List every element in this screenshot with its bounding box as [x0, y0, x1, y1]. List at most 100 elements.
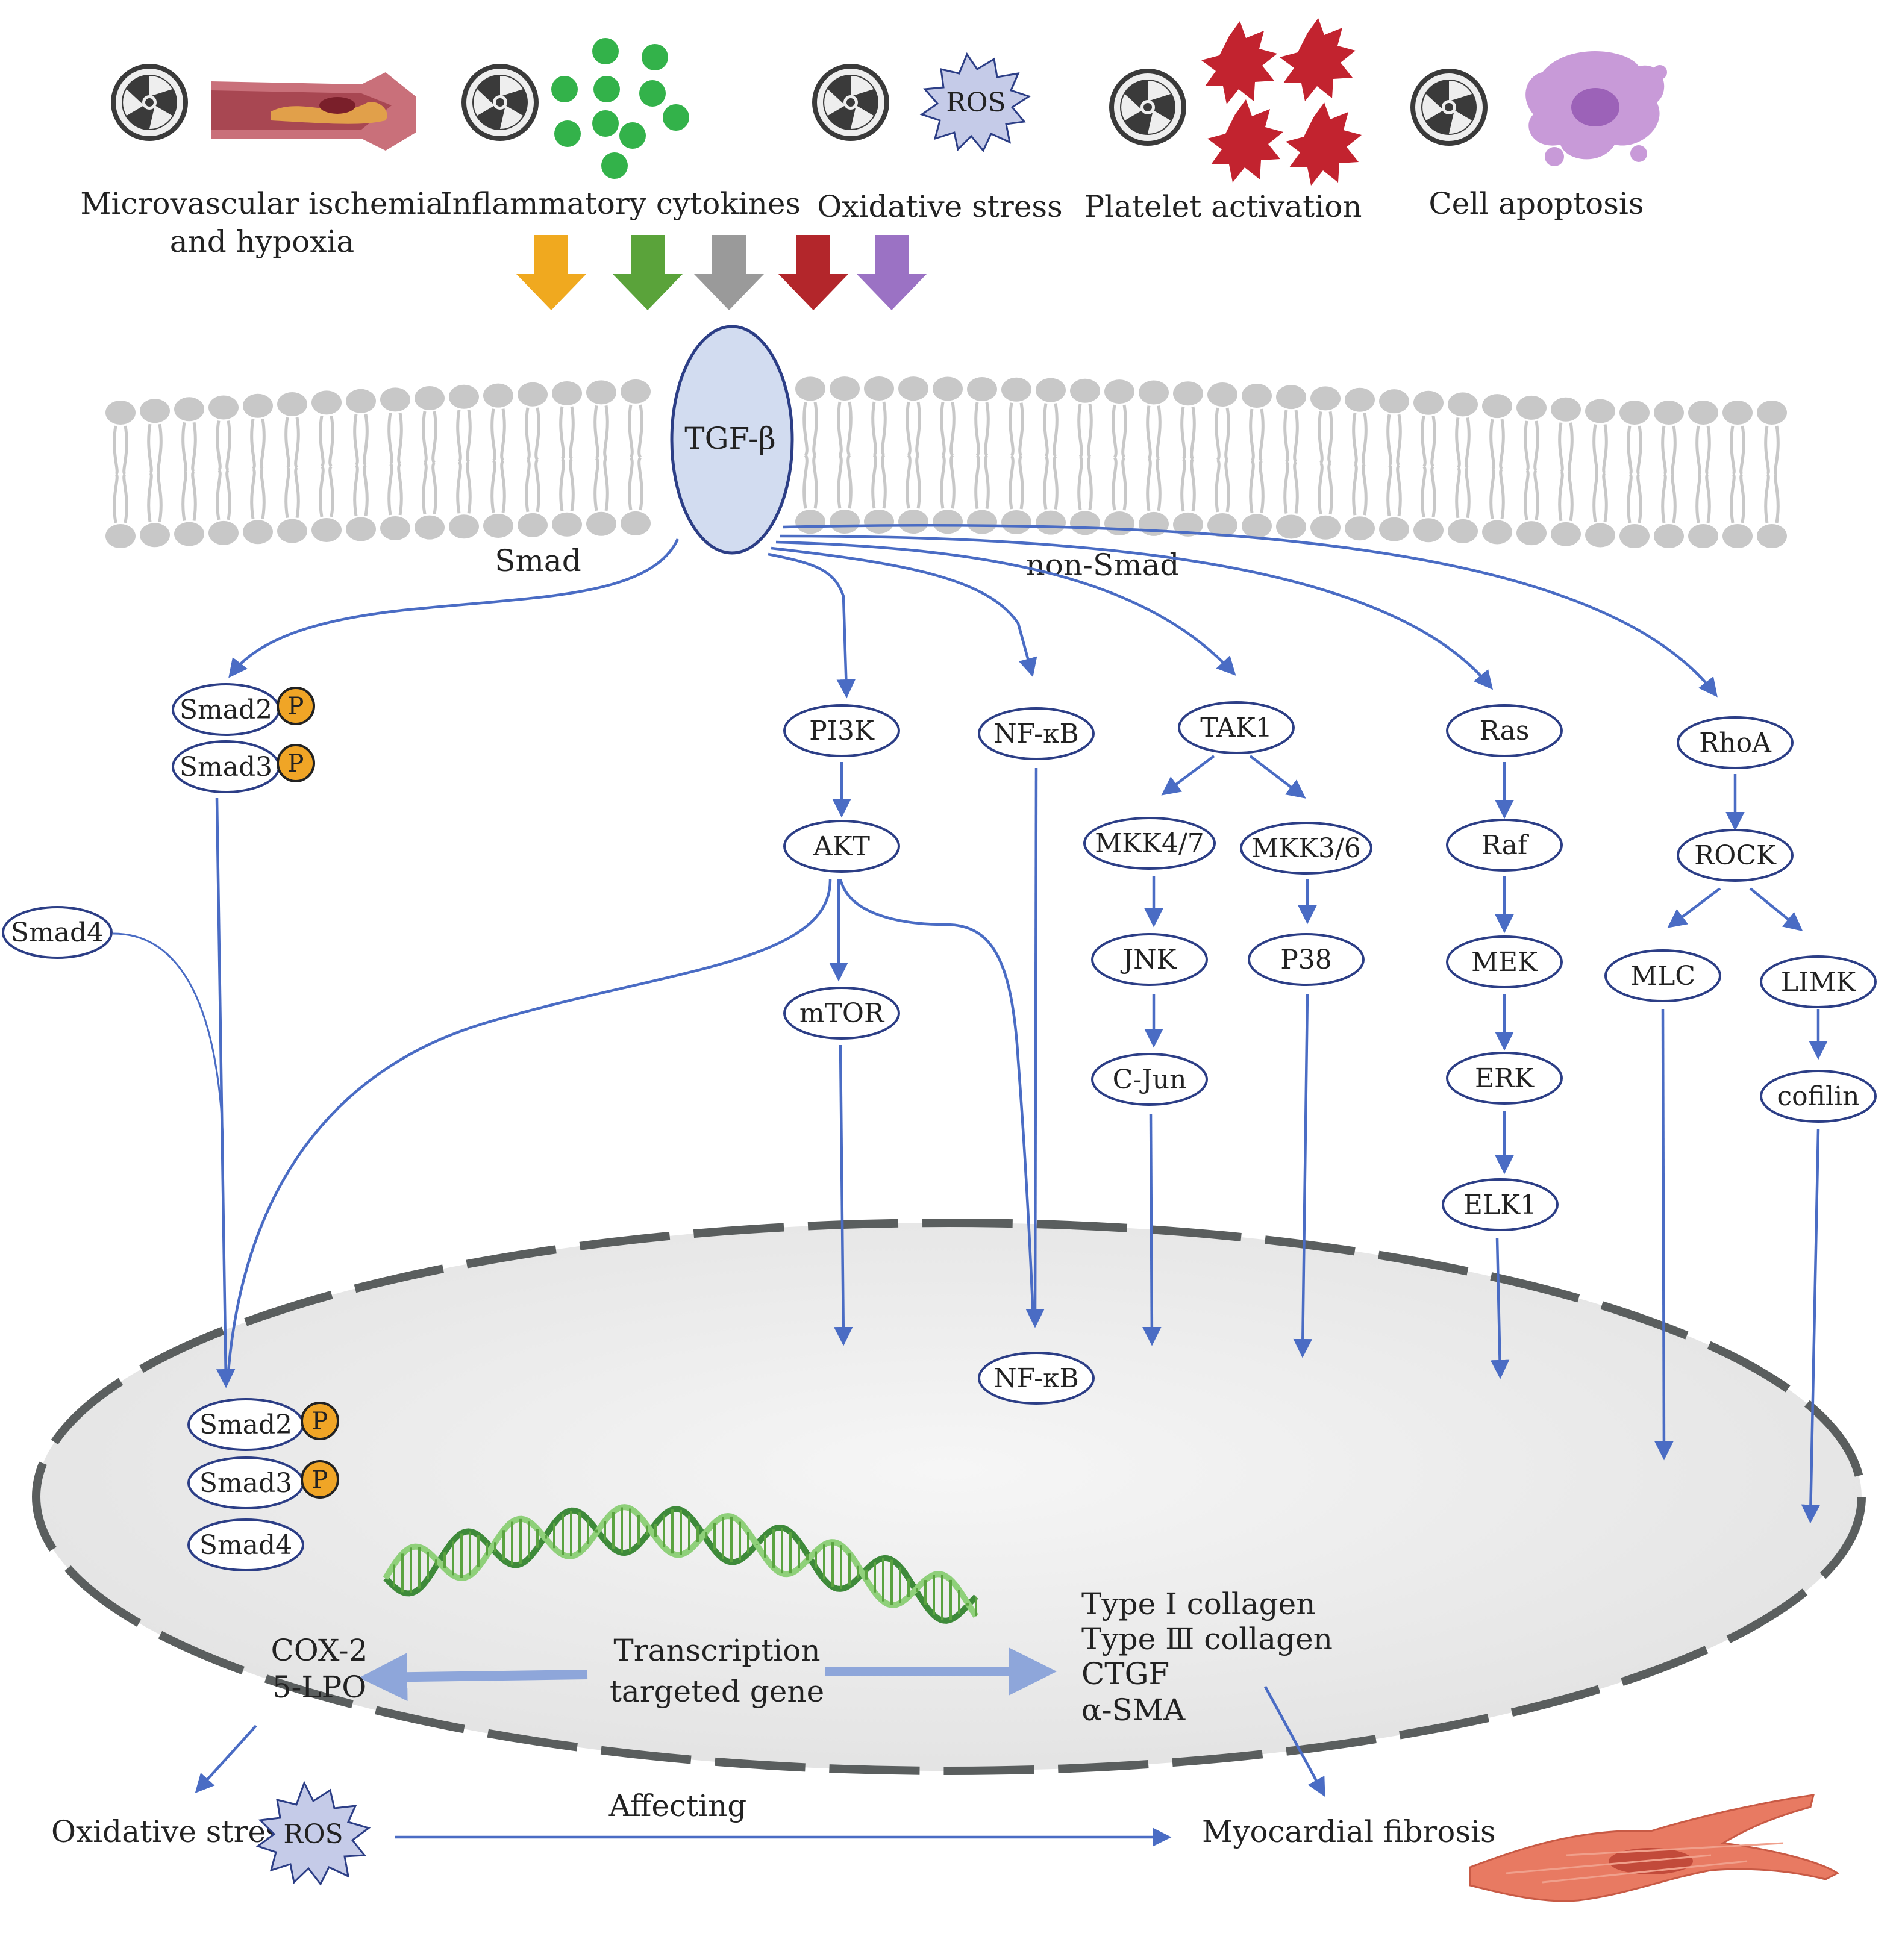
- raf-node: Raf: [1446, 819, 1563, 872]
- mek-node-label: MEK: [1471, 947, 1538, 978]
- platelets-icon: [1201, 18, 1362, 186]
- mlc-node: MLC: [1604, 949, 1721, 1002]
- c-jun-node-label: C-Jun: [1113, 1064, 1187, 1095]
- nuclear-smad2-node-label: Smad2: [199, 1409, 292, 1440]
- stimulus-arrow: [613, 235, 683, 310]
- ros-label: ROS: [283, 1819, 343, 1850]
- smad4-node-label: Smad4: [11, 917, 104, 948]
- transcription-label-line-1: Transcription: [613, 1633, 820, 1668]
- limk-node: LIMK: [1760, 955, 1877, 1008]
- transcription-left-arrow: [359, 1653, 588, 1702]
- erk-node-label: ERK: [1475, 1063, 1535, 1094]
- phospho-label: P: [312, 1466, 328, 1494]
- radiation-icon: [815, 66, 887, 139]
- akt-node-label: AKT: [813, 831, 870, 862]
- phospho-badge: [277, 744, 315, 782]
- pi3k-node: PI3K: [783, 704, 900, 757]
- p38-node: P38: [1248, 933, 1365, 986]
- gene-type3-collagen: Type Ⅲ collagen: [1081, 1621, 1333, 1656]
- stimulus-label-line-1: Microvascular ischemia: [80, 186, 443, 221]
- phospho-badge: [301, 1460, 339, 1499]
- stimulus-apoptosis: Cell apoptosis: [1413, 51, 1667, 221]
- gene-alpha-sma: α-SMA: [1081, 1693, 1186, 1727]
- ros-label: ROS: [946, 87, 1006, 118]
- stimulus-arrows: [516, 235, 927, 310]
- mtor-node: mTOR: [783, 987, 900, 1040]
- nfkb-nucleus-node-label: NF-κB: [993, 1363, 1079, 1394]
- nuclear-smad2-node: Smad2 P: [187, 1398, 339, 1451]
- tak1-node-label: TAK1: [1200, 713, 1272, 743]
- mkk47-node: MKK4/7: [1083, 817, 1216, 870]
- ros-star-icon: ROS: [255, 1781, 371, 1886]
- c-jun-node: C-Jun: [1091, 1053, 1208, 1106]
- gene-cox2: COX-2: [271, 1633, 368, 1668]
- to-fibrosis-arrow: [1264, 1685, 1325, 1797]
- stimulus-cytokines: Inflammatory cytokines: [440, 38, 801, 221]
- phospho-label: P: [288, 693, 304, 720]
- radiation-icon: [464, 66, 536, 139]
- gene-5lpo: 5-LPO: [272, 1670, 367, 1705]
- cytokines-icon: [551, 38, 689, 179]
- nuclear-smad3-node-label: Smad3: [199, 1468, 292, 1499]
- jnk-node-label: JNK: [1120, 944, 1177, 975]
- nfkb-nucleus-node: NF-κB: [978, 1352, 1095, 1405]
- receptor-label: TGF-β: [684, 421, 776, 456]
- stimulus-label: Inflammatory cytokines: [440, 186, 801, 221]
- nuclear-smad4-node-label: Smad4: [199, 1530, 292, 1561]
- apoptotic-cell-icon: [1525, 51, 1667, 166]
- myocardial-fibrosis-label: Myocardial fibrosis: [1202, 1814, 1496, 1849]
- radiation-icon: [1112, 71, 1184, 143]
- elk1-node-label: ELK1: [1463, 1190, 1537, 1220]
- ras-node-label: Ras: [1480, 716, 1530, 746]
- cofilin-node: cofilin: [1760, 1070, 1877, 1123]
- affecting-label: Affecting: [608, 1788, 747, 1823]
- pathway-arrows: [113, 523, 1828, 1524]
- stimulus-label: Platelet activation: [1084, 189, 1362, 224]
- stimulus-arrow: [778, 235, 848, 310]
- mek-node: MEK: [1446, 935, 1563, 988]
- mkk36-node: MKK3/6: [1240, 822, 1372, 875]
- stimulus-oxidative-stress: ROS Oxidative stress: [815, 52, 1063, 224]
- ros-star-icon: ROS: [919, 52, 1031, 152]
- stimulus-arrow: [857, 235, 927, 310]
- radiation-icon: [113, 66, 186, 139]
- transcription-label-line-2: targeted gene: [610, 1674, 824, 1709]
- stimulus-label-line-2: and hypoxia: [170, 224, 354, 259]
- cofilin-node-label: cofilin: [1777, 1081, 1860, 1112]
- raf-node-label: Raf: [1481, 830, 1529, 861]
- mkk36-node-label: MKK3/6: [1251, 833, 1361, 864]
- ras-node: Ras: [1446, 704, 1563, 757]
- nuclear-smad4-node: Smad4: [187, 1518, 304, 1571]
- smad2-node: Smad2 P: [172, 683, 315, 736]
- rhoa-node: RhoA: [1677, 716, 1794, 769]
- rock-node-label: ROCK: [1694, 840, 1777, 871]
- radiation-icon: [1413, 71, 1485, 143]
- gene-ctgf: CTGF: [1081, 1656, 1169, 1691]
- smad2-node-label: Smad2: [180, 694, 272, 725]
- elk1-node: ELK1: [1442, 1178, 1559, 1231]
- stimulus-arrow: [516, 235, 586, 310]
- pi3k-node-label: PI3K: [809, 716, 875, 746]
- p38-node-label: P38: [1280, 944, 1332, 975]
- mlc-node-label: MLC: [1630, 961, 1695, 991]
- mkk47-node-label: MKK4/7: [1095, 828, 1204, 859]
- stimulus-platelets: Platelet activation: [1084, 18, 1362, 224]
- stimulus-label: Oxidative stress: [817, 189, 1062, 224]
- stimulus-arrow: [694, 235, 764, 310]
- akt-node: AKT: [783, 820, 900, 873]
- fibroblast-icon: [1469, 1794, 1839, 1902]
- jnk-node: JNK: [1091, 933, 1208, 986]
- smad-branch-label: Smad: [495, 543, 581, 578]
- phospho-badge: [277, 687, 315, 725]
- nucleus: [32, 1219, 1866, 1775]
- tgf-beta-receptor: [670, 325, 794, 555]
- to-oxidative-stress-arrow: [195, 1724, 257, 1794]
- nuclear-smad3-node: Smad3 P: [187, 1456, 339, 1509]
- phospho-label: P: [312, 1408, 328, 1435]
- stimulus-label: Cell apoptosis: [1428, 186, 1644, 221]
- stimulus-microvascular: Microvascular ischemia and hypoxia: [80, 66, 444, 259]
- smad3-node-label: Smad3: [180, 752, 272, 782]
